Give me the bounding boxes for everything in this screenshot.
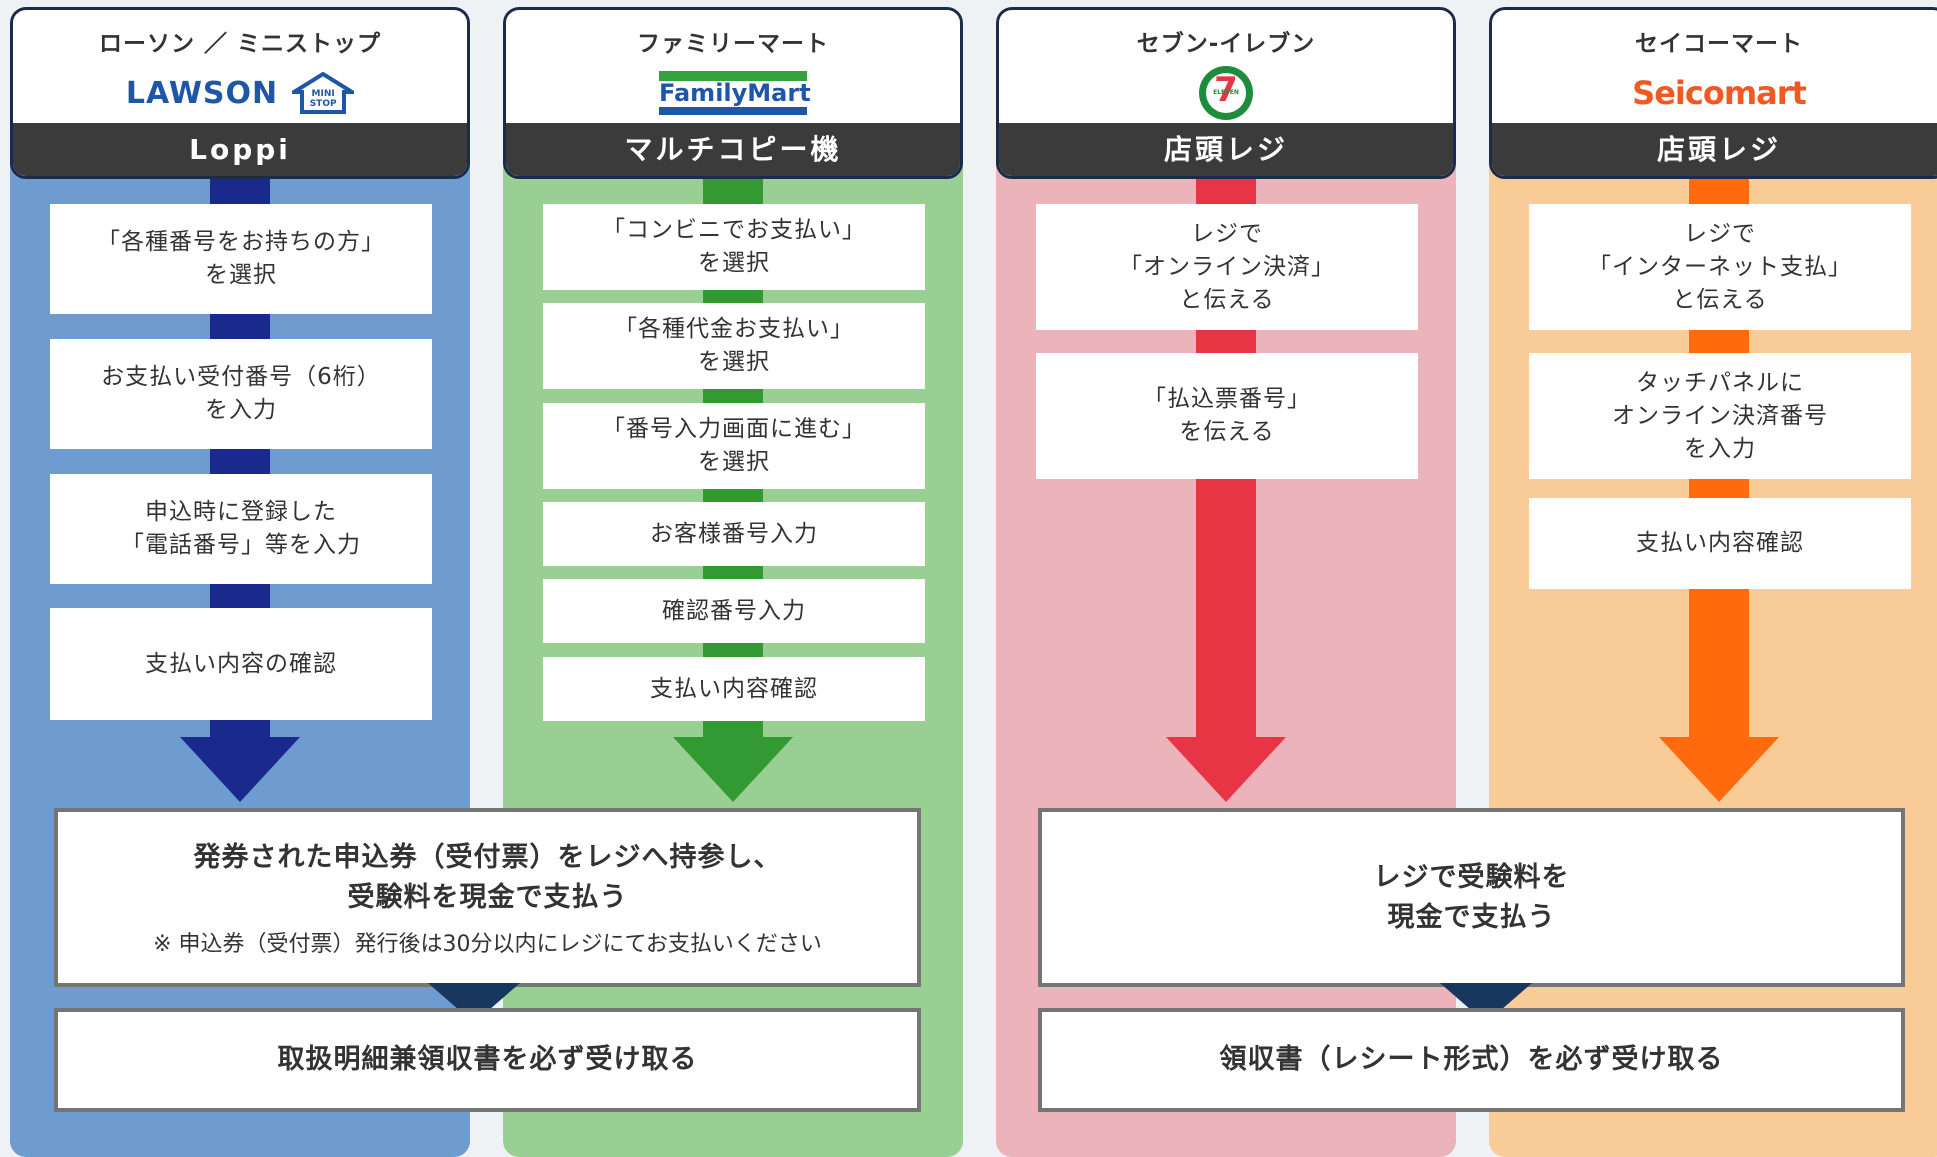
step-5: 確認番号入力 [543,579,925,643]
receipt-box: 領収書（レシート形式）を必ず受け取る [1038,1008,1905,1112]
seicomart-logo: Seicomart [1492,66,1937,120]
step-1: 「コンビニでお支払い」 を選択 [543,204,925,290]
store-header: ローソン ／ ミニストップ LAWSON MINI STOP Loppi [10,7,470,179]
pay-at-register-box: 発券された申込券（受付票）をレジへ持参し、 受験料を現金で支払う ※ 申込券（受… [54,808,921,987]
step-3: 支払い内容確認 [1529,498,1911,589]
machine-label: Loppi [13,123,467,176]
store-header: セブン-イレブン 7 ELEVEN 店頭レジ [996,7,1456,179]
store-name: セイコーマート [1635,31,1803,57]
store-name: ファミリーマート [637,31,829,57]
receipt-instruction: 取扱明細兼領収書を必ず受け取る [277,1044,698,1075]
step-1: レジで 「インターネット支払」 と伝える [1529,204,1911,330]
lawson-logo: LAWSON MINI STOP [13,66,467,120]
step-4: 支払い内容の確認 [50,608,432,720]
machine-label: 店頭レジ [1492,123,1937,176]
lawson-logo-text: LAWSON [125,75,279,111]
flow-arrowhead [1166,737,1286,802]
store-name: セブン-イレブン [1136,31,1316,57]
step-4: お客様番号入力 [543,502,925,566]
pay-instruction: レジで受験料を 現金で支払う [1373,861,1570,933]
step-2: お支払い受付番号（6桁） を入力 [50,339,432,449]
step-2: 「各種代金お支払い」 を選択 [543,303,925,389]
step-2: タッチパネルに オンライン決済番号 を入力 [1529,353,1911,479]
familymart-logo-text: FamilyMart [659,79,811,107]
ministop-logo-text: MINI STOP [309,89,337,109]
ministop-logo-icon: MINI STOP [287,71,360,114]
step-1: レジで 「オンライン決済」 と伝える [1036,204,1418,330]
receipt-box: 取扱明細兼領収書を必ず受け取る [54,1008,921,1112]
seven-eleven-logo-text: 7 [1214,70,1238,110]
machine-label: 店頭レジ [999,123,1453,176]
seicomart-logo-text: Seicomart [1632,74,1807,112]
step-2: 「払込票番号」 を伝える [1036,353,1418,479]
step-6: 支払い内容確認 [543,657,925,721]
receipt-instruction: 領収書（レシート形式）を必ず受け取る [1219,1044,1724,1075]
step-3: 「番号入力画面に進む」 を選択 [543,403,925,489]
pay-at-register-box: レジで受験料を 現金で支払う [1038,808,1905,987]
store-header: セイコーマート Seicomart 店頭レジ [1489,7,1937,179]
machine-label: マルチコピー機 [506,123,960,176]
store-header: ファミリーマート FamilyMart マルチコピー機 [503,7,963,179]
seven-eleven-logo: 7 ELEVEN [999,66,1453,120]
payment-note: ※ 申込券（受付票）発行後は30分以内にレジにてお支払いください [153,932,822,957]
store-name: ローソン ／ ミニストップ [98,31,381,57]
flow-arrowhead [180,737,300,802]
step-3: 申込時に登録した 「電話番号」等を入力 [50,474,432,584]
familymart-logo: FamilyMart [506,66,960,120]
step-1: 「各種番号をお持ちの方」 を選択 [50,204,432,314]
column-lawson: ローソン ／ ミニストップ LAWSON MINI STOP Loppi 「各種… [10,7,470,1157]
seven-eleven-logo-subtext: ELEVEN [1213,89,1239,96]
flow-arrowhead [673,737,793,802]
pay-instruction: 発券された申込券（受付票）をレジへ持参し、 受験料を現金で支払う [193,842,782,913]
flow-arrowhead [1659,737,1779,802]
